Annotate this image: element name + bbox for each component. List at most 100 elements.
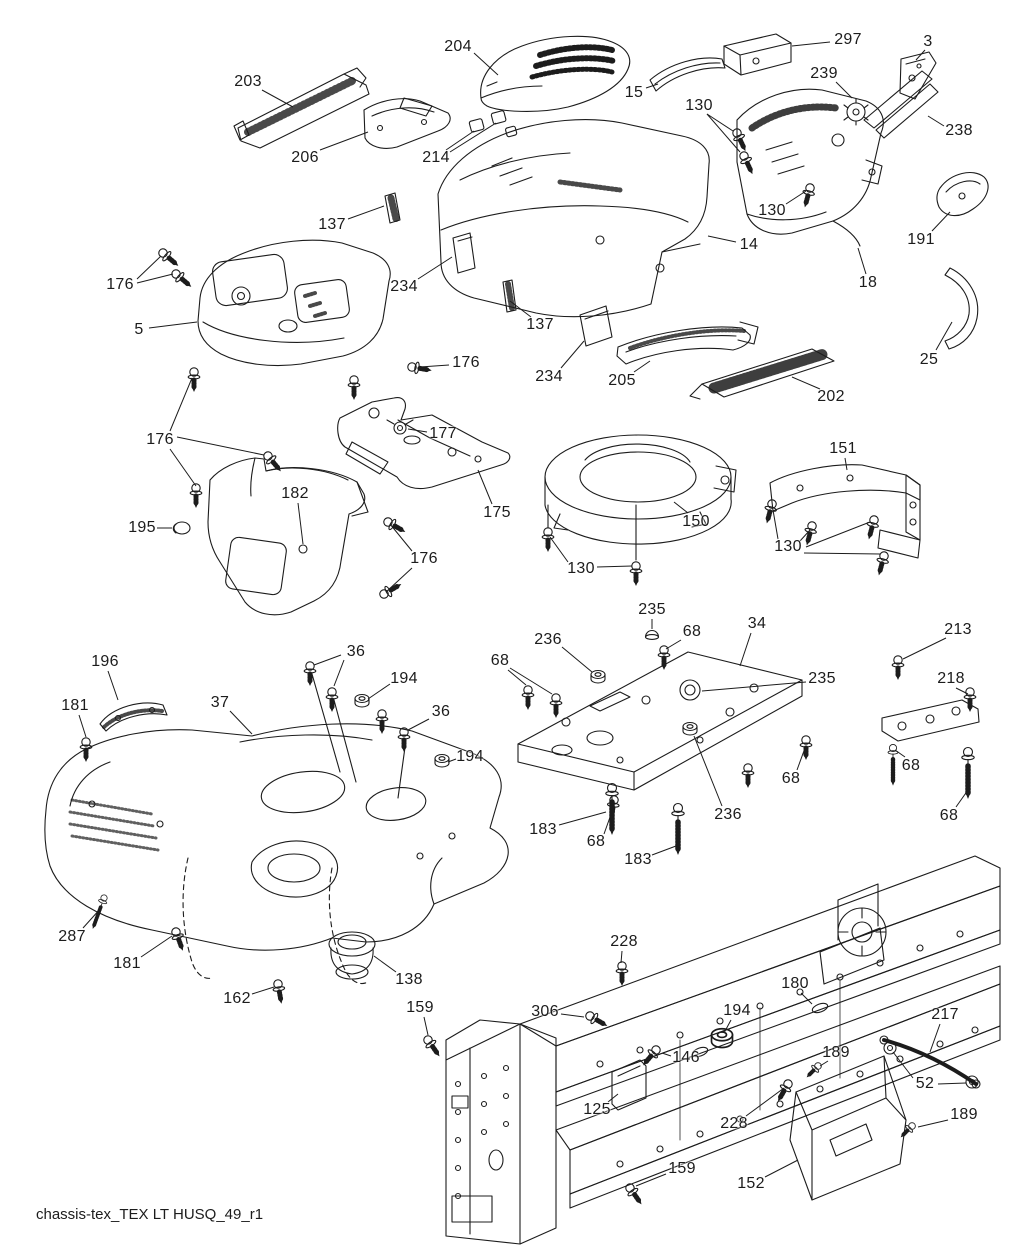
callout-25: 25 [919,351,939,368]
callout-234: 234 [535,368,563,385]
callout-239: 239 [810,65,838,82]
callout-146: 146 [672,1049,700,1066]
leader-line [347,205,385,220]
callout-194: 194 [723,1002,751,1019]
callout-159: 159 [668,1160,696,1177]
callout-152: 152 [737,1175,765,1192]
callout-130: 130 [774,538,802,555]
part-206-bracket [363,97,451,149]
leader-line [633,360,651,373]
callout-18: 18 [858,274,878,291]
callout-130: 130 [685,97,713,114]
callout-159: 159 [406,999,434,1016]
leader-line [739,632,752,667]
leader-line [894,749,906,758]
callout-36: 36 [431,703,451,720]
leader-line [560,340,585,369]
leader-line [419,364,450,368]
leader-line [693,735,723,807]
leader-line [819,1060,829,1067]
callout-195: 195 [128,519,156,536]
leader-line [857,247,867,275]
callout-218: 218 [937,670,965,687]
leader-line [796,747,806,771]
callout-137: 137 [318,216,346,233]
leader-line [764,1159,799,1178]
callout-68: 68 [781,770,801,787]
leader-line [473,52,499,76]
callout-68: 68 [682,623,702,640]
callout-196: 196 [91,653,119,670]
callout-203: 203 [234,73,262,90]
leader-line [560,1013,585,1018]
callout-189: 189 [822,1044,850,1061]
leader-line [955,789,969,808]
leader-line [313,654,342,666]
leader-line [385,567,413,593]
part-14-hood-panel [437,119,710,318]
leader-line [169,448,197,487]
callout-177: 177 [429,425,457,442]
part-196-bracket [99,702,168,732]
callout-125: 125 [583,1101,611,1118]
leader-line [955,687,969,695]
callout-176: 176 [146,431,174,448]
callout-34: 34 [747,615,767,632]
leader-line [176,436,265,456]
leader-line [902,637,947,660]
leader-line [915,49,926,61]
leader-line [800,992,813,1005]
callout-52: 52 [915,1075,935,1092]
callout-14: 14 [739,236,759,253]
callout-235: 235 [638,601,666,618]
part-203-grille-strip [233,67,370,149]
leader-line [927,115,945,127]
leader-line [507,669,527,686]
leader-line [917,1119,949,1128]
leader-line [407,718,430,731]
part-152-tray [789,1055,907,1201]
callout-68: 68 [586,833,606,850]
leader-line [665,639,682,650]
part-204-hood-top [480,35,631,112]
callout-205: 205 [608,372,636,389]
part-182-lower-dash [207,457,408,616]
leader-line [772,509,779,540]
leader-line [645,83,659,89]
leader-line [723,1019,732,1034]
part-151-bracket [761,464,921,577]
callout-181: 181 [113,955,141,972]
callout-228: 228 [610,933,638,950]
callout-194: 194 [390,670,418,687]
callout-176: 176 [410,550,438,567]
callout-3: 3 [923,33,933,50]
part-202-grille-insert [689,348,835,400]
leader-line [447,758,457,763]
leader-line [297,502,304,545]
leader-line [635,1173,667,1187]
part-217-rod [879,1035,981,1089]
callout-206: 206 [291,149,319,166]
leader-line [423,1016,429,1036]
leader-line [799,529,811,542]
part-177-nut [386,419,414,435]
leader-line [169,377,193,432]
leader-line [367,683,391,700]
callout-37: 37 [210,694,230,711]
callout-236: 236 [534,631,562,648]
callout-204: 204 [444,38,472,55]
leader-line [136,273,174,284]
callout-228: 228 [720,1115,748,1132]
leader-line [935,321,953,351]
part-239-dash-assembly [730,88,884,247]
leader-line [803,552,881,555]
leader-line [407,428,428,433]
leader-line [449,122,497,153]
leader-line [835,81,853,99]
leader-line [509,667,553,695]
leader-line [319,131,369,151]
part-34-chassis-plate [517,629,812,856]
